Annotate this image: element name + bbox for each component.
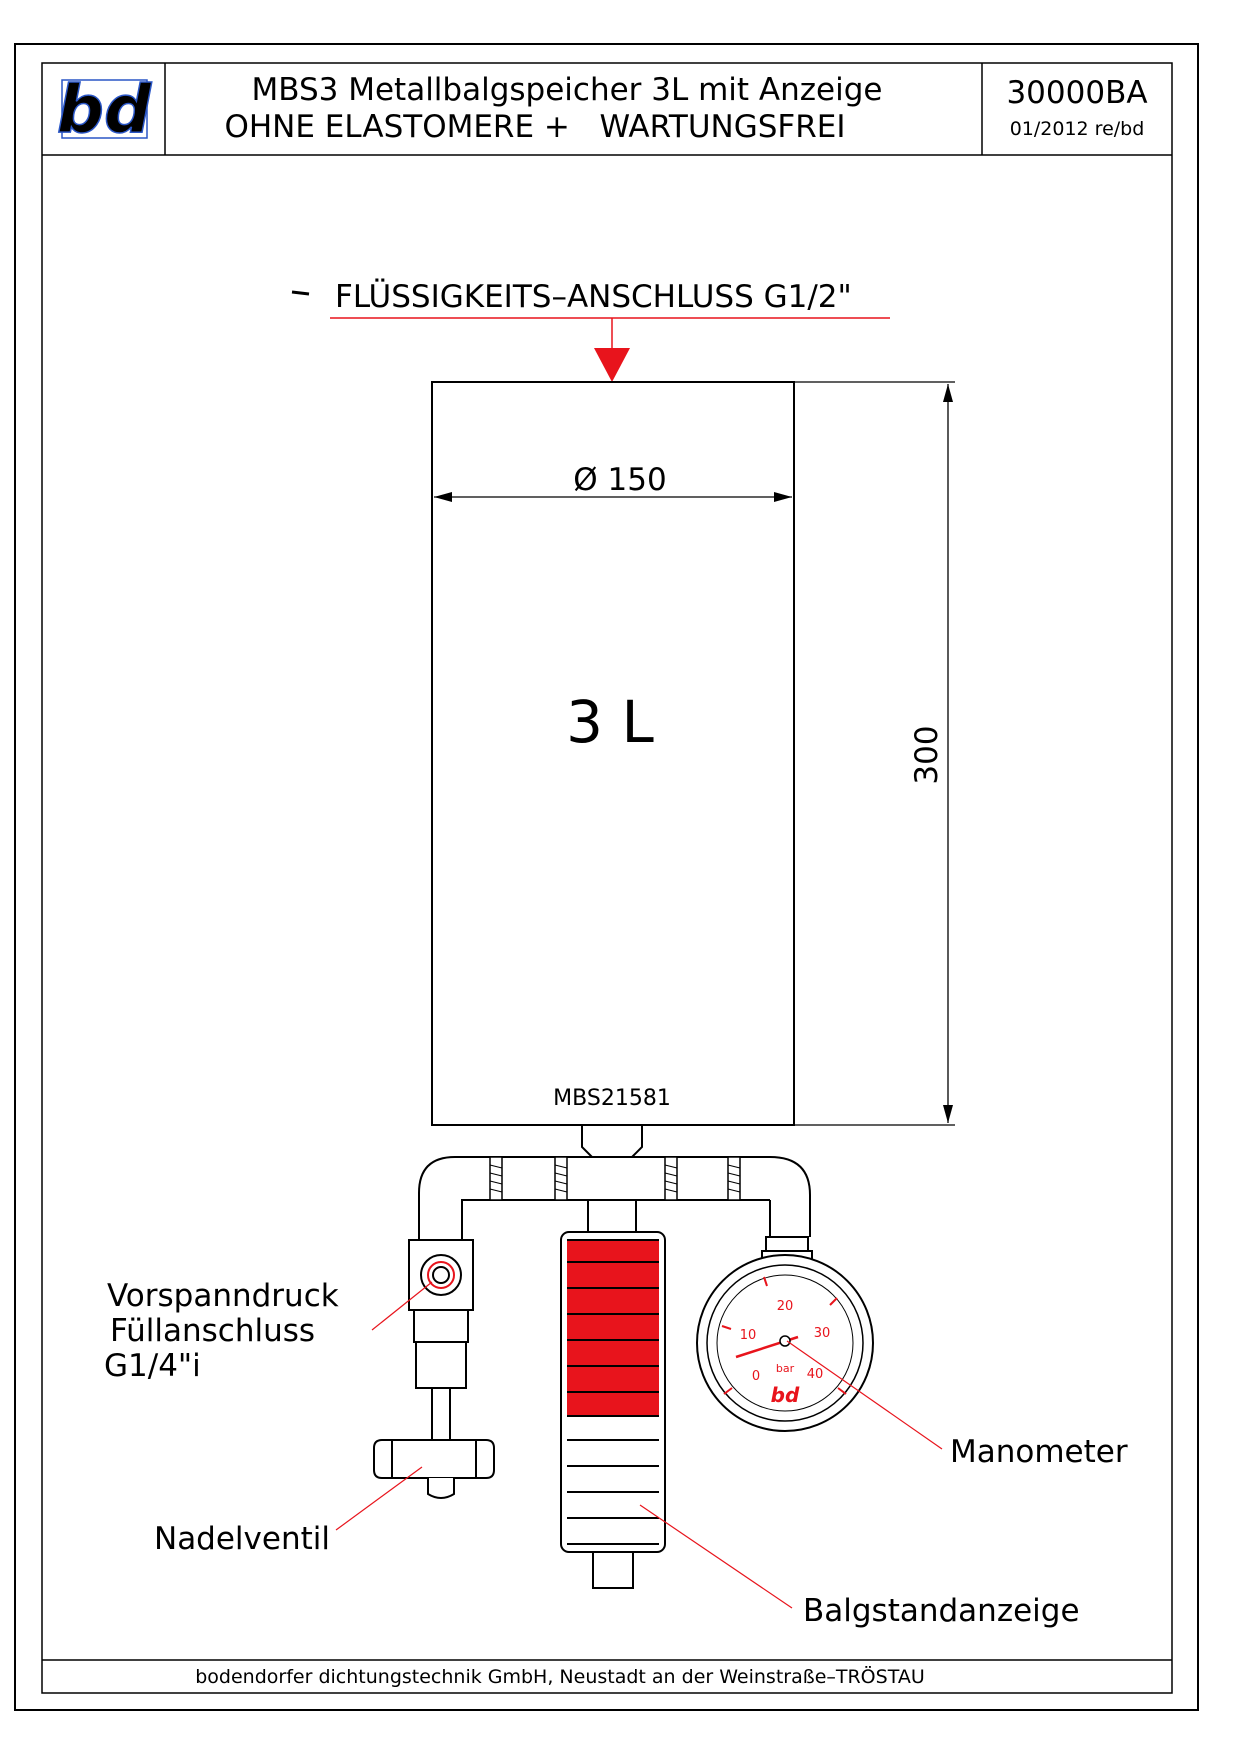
bellows-indicator-label: Balgstandanzeige — [803, 1593, 1080, 1629]
prefill-valve — [408, 1239, 474, 1449]
gauge-unit: bar — [776, 1362, 795, 1375]
vessel-outline — [431, 381, 795, 1126]
prefill-label-line1: Vorspanndruck — [107, 1278, 339, 1314]
bellows-indicator-leader — [639, 1504, 793, 1609]
height-label: 300 — [909, 725, 945, 784]
revision-info: 01/2012 re/bd — [1010, 118, 1145, 140]
inlet-arrow-icon — [594, 348, 630, 382]
gauge-tick-40: 40 — [807, 1367, 824, 1382]
gauge-tick-30: 30 — [814, 1326, 831, 1341]
prefill-leader — [371, 1281, 433, 1331]
fluid-connection-label: FLÜSSIGKEITS–ANSCHLUSS G1/2" — [335, 278, 852, 315]
gauge-labels: 0 10 20 30 40 bar bd — [740, 1299, 831, 1407]
model-label: MBS21581 — [553, 1086, 671, 1111]
gauge-logo: bd — [771, 1383, 800, 1407]
document-number: 30000BA — [1006, 75, 1147, 111]
bellows-indicator — [560, 1231, 666, 1589]
indicator-scale — [567, 1239, 659, 1545]
manifold-threads — [489, 1156, 741, 1201]
footer: bodendorfer dichtungstechnik GmbH, Neust… — [42, 1659, 1172, 1688]
inner-frame — [41, 62, 1173, 1694]
company-logo: bd — [56, 70, 153, 149]
diameter-label: Ø 150 — [573, 462, 666, 498]
vessel: Ø 150 300 3 L MBS21581 — [431, 381, 955, 1126]
drawing-title: MBS3 Metallbalgspeicher 3L mit Anzeige — [252, 72, 883, 108]
diameter-dimension: Ø 150 — [434, 462, 792, 502]
logo-text: bd — [57, 71, 152, 148]
gauge-tick-20: 20 — [777, 1299, 794, 1314]
callouts: Vorspanndruck Füllanschluss G1/4"i Nadel… — [104, 1278, 1128, 1629]
drawing-subtitle: OHNE ELASTOMERE + WARTUNGSFREI — [224, 109, 845, 145]
manometer: 0 10 20 30 40 bar bd — [696, 1236, 874, 1432]
title-block: bd MBS3 Metallbalgspeicher 3L mit Anzeig… — [42, 63, 1172, 156]
indicator-red-fill — [567, 1240, 659, 1416]
outer-frame — [14, 43, 1199, 1711]
gauge-scale — [721, 1276, 847, 1395]
needle-valve-label: Nadelventil — [154, 1521, 330, 1557]
prefill-label-line2: Füllanschluss — [110, 1313, 315, 1349]
gauge-tick-0: 0 — [752, 1369, 760, 1384]
manifold — [418, 1125, 811, 1240]
manometer-leader — [786, 1340, 943, 1450]
gauge-tick-10: 10 — [740, 1328, 757, 1343]
needle-valve-leader — [335, 1466, 423, 1531]
company-footer: bodendorfer dichtungstechnik GmbH, Neust… — [195, 1665, 925, 1688]
height-dimension: 300 — [909, 384, 953, 1123]
needle-valve-handle — [373, 1439, 495, 1499]
manometer-label: Manometer — [950, 1434, 1128, 1470]
fluid-connection: FLÜSSIGKEITS–ANSCHLUSS G1/2" — [291, 278, 890, 382]
prefill-label-line3: G1/4"i — [104, 1348, 201, 1384]
volume-label: 3 L — [566, 688, 654, 756]
